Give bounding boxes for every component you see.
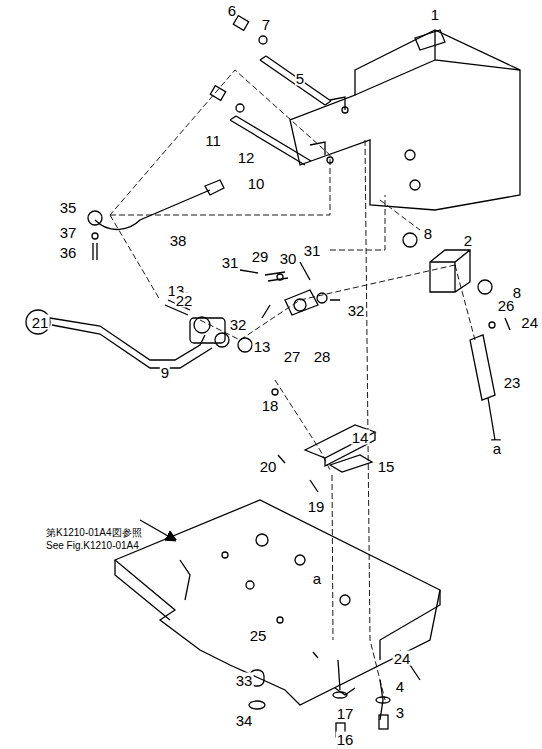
lever	[26, 300, 229, 368]
rod	[260, 56, 331, 105]
joint	[285, 290, 318, 315]
callout-number: 32	[347, 303, 366, 318]
block	[430, 250, 470, 292]
callout-number: 5	[295, 71, 305, 86]
bushing	[403, 233, 417, 247]
callout-number: 26	[497, 298, 516, 313]
callout-number: 23	[503, 375, 522, 390]
housing	[290, 30, 520, 210]
clamp	[88, 211, 102, 225]
callout-number: 34	[235, 713, 254, 728]
reference-note: 第K1210-01A4図参照	[45, 528, 143, 538]
bushing	[238, 338, 252, 352]
washer	[236, 104, 244, 112]
bolt	[379, 715, 388, 729]
callout-number: 24	[520, 315, 539, 330]
callout-number: 24	[393, 651, 412, 666]
callout-number: 36	[59, 245, 78, 260]
callout-number: 25	[249, 628, 268, 643]
callout-number: 18	[261, 398, 280, 413]
callout-number: 7	[261, 17, 271, 32]
callout-number: 28	[313, 349, 332, 364]
bolt	[210, 86, 225, 101]
callout-number: 35	[59, 200, 78, 215]
washer	[249, 701, 265, 709]
bolt	[233, 16, 248, 31]
hinge	[305, 425, 375, 466]
callout-number: 37	[59, 225, 78, 240]
callout-number: 10	[247, 176, 266, 191]
callout-number: 15	[377, 459, 396, 474]
callout-number: 30	[279, 251, 298, 266]
reference-note: See Fig.K1210-01A4	[45, 541, 140, 551]
washer	[259, 36, 267, 44]
callout-number: 9	[160, 365, 170, 380]
cable	[95, 180, 224, 229]
callout-number: 1	[430, 7, 440, 22]
callout-number: 2	[463, 233, 473, 248]
callout-number: 3	[395, 705, 405, 720]
pin	[265, 272, 288, 281]
callout-number: 6	[227, 3, 237, 18]
callout-number: 31	[303, 243, 322, 258]
callout-number: 16	[336, 731, 355, 746]
callout-number: 19	[307, 499, 326, 514]
plate	[330, 455, 372, 472]
callout-number: 22	[175, 293, 194, 308]
callout-number: 14	[351, 430, 370, 445]
floor-plate	[115, 500, 440, 705]
reference-letter: a	[312, 571, 322, 586]
reference-letter: a	[492, 441, 502, 456]
bushing	[478, 280, 492, 294]
callout-number: 31	[221, 255, 240, 270]
callout-number: 4	[395, 679, 405, 694]
callout-number: 8	[423, 226, 433, 241]
callout-number: 33	[235, 673, 254, 688]
washer	[376, 697, 390, 703]
callout-number: 27	[283, 349, 302, 364]
damper	[470, 335, 500, 452]
callout-number: 38	[169, 233, 188, 248]
callout-number: 20	[259, 459, 278, 474]
assembly-line	[110, 70, 475, 700]
callout-number: 21	[31, 315, 50, 330]
callout-number: 13	[253, 339, 272, 354]
callout-number: 32	[229, 317, 248, 332]
callout-number: 12	[237, 150, 256, 165]
rod	[230, 116, 311, 165]
callout-number: 11	[204, 133, 222, 148]
callout-number: 17	[336, 706, 355, 721]
callout-number: 29	[251, 249, 270, 264]
washer	[333, 692, 347, 698]
